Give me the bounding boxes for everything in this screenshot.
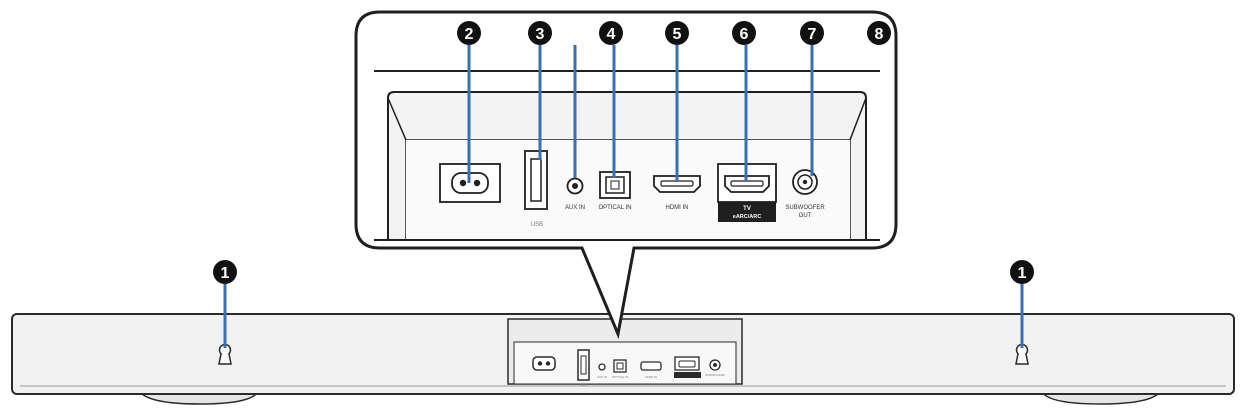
callout-badges: 2 3 4 5 6 7 8 1 xyxy=(213,21,1034,284)
svg-text:1: 1 xyxy=(1018,265,1027,282)
svg-text:4: 4 xyxy=(607,26,616,43)
callout-badge-2: 2 xyxy=(457,21,481,45)
power-inlet xyxy=(439,163,501,203)
hdmi-in-label: HDMI IN xyxy=(666,205,689,211)
svg-text:2: 2 xyxy=(465,26,474,43)
earc-label: eARC/ARC xyxy=(733,214,761,220)
callout-badge-8: 8 xyxy=(867,21,891,45)
svg-text:8: 8 xyxy=(875,26,884,43)
svg-text:OPTICAL IN: OPTICAL IN xyxy=(612,375,629,379)
callout-badge-1-left: 1 xyxy=(213,260,237,284)
mini-power-port xyxy=(532,356,556,371)
soundbar-body: USB AUX IN OPTICAL IN HDMI IN SUBWOOFER xyxy=(11,313,1235,405)
callout-badge-6: 6 xyxy=(732,21,756,45)
svg-text:6: 6 xyxy=(740,26,749,43)
usb-label: USB xyxy=(531,222,543,228)
zoom-callout-bubble xyxy=(354,10,898,340)
optical-in-label: OPTICAL IN xyxy=(598,205,631,211)
callout-badge-7: 7 xyxy=(800,21,824,45)
svg-text:1: 1 xyxy=(221,265,230,282)
mini-usb-port xyxy=(577,349,590,381)
tv-label: TV xyxy=(743,206,751,212)
keyhole-slot-left xyxy=(218,343,232,365)
svg-text:SUBWOOFER: SUBWOOFER xyxy=(705,373,726,377)
subwoofer-label-line2: OUT xyxy=(799,213,812,219)
svg-text:AUX IN: AUX IN xyxy=(597,375,607,379)
svg-text:HDMI IN: HDMI IN xyxy=(645,375,657,379)
mini-optical-port xyxy=(613,359,627,373)
callout-badge-4: 4 xyxy=(599,21,623,45)
mini-aux-port xyxy=(598,363,606,371)
mini-tv-label-bar xyxy=(674,372,701,378)
leader-lines xyxy=(223,45,1024,348)
callout-badge-5: 5 xyxy=(665,21,689,45)
tv-label-plate xyxy=(718,202,776,222)
svg-text:7: 7 xyxy=(808,26,817,43)
hdmi-in-port xyxy=(653,175,701,193)
subwoofer-label-line1: SUBWOOFER xyxy=(785,205,825,211)
svg-text:5: 5 xyxy=(673,26,682,43)
svg-text:USB: USB xyxy=(580,383,586,387)
aux-in-jack xyxy=(566,177,584,195)
svg-text:3: 3 xyxy=(536,26,545,43)
callout-badge-3: 3 xyxy=(528,21,552,45)
mini-hdmi-in-port xyxy=(640,361,662,371)
usb-port xyxy=(524,150,548,210)
callout-badge-1-right: 1 xyxy=(1010,260,1034,284)
aux-in-label: AUX IN xyxy=(565,205,585,211)
